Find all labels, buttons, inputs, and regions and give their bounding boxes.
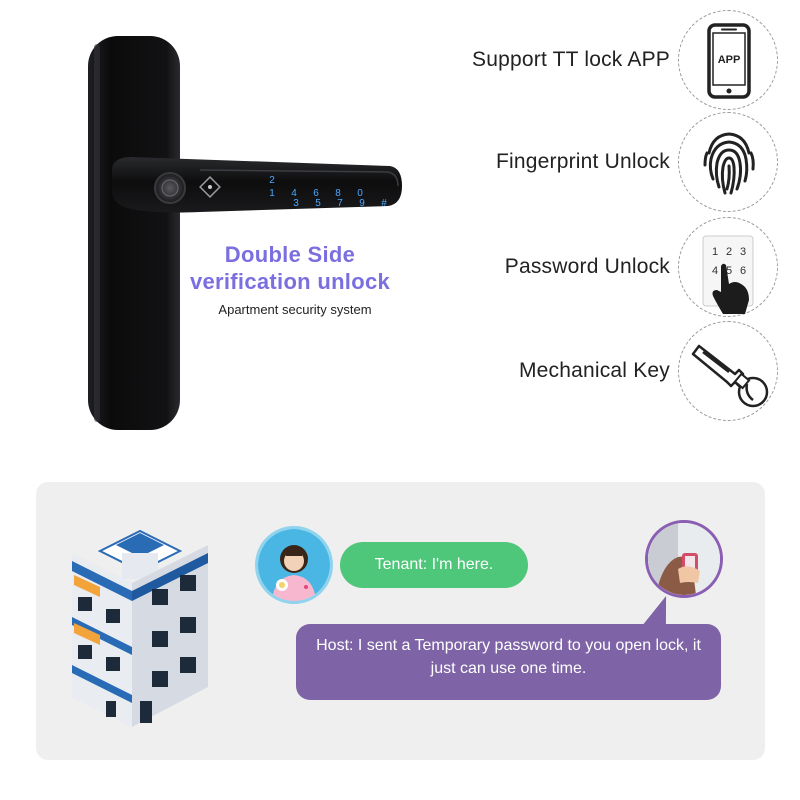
tenant-message-bubble: Tenant: I'm here. [340,542,528,588]
building-icon [72,529,208,727]
brand-logo-icon [199,176,221,198]
feature-password-circle: 1 2 3 4 5 6 [678,217,778,317]
key-icon [691,344,769,408]
keypad-digit-row1-0: 1 [269,188,275,199]
phone-app-icon: APP [707,23,751,99]
keypad-digits: 2 1 4 6 8 0 3 5 7 9 # [269,175,387,209]
keypad-press-icon: 1 2 3 4 5 6 [702,235,754,314]
feature-label-fingerprint: Fingerprint Unlock [496,150,670,173]
keypad-digit-row2-3: 9 [359,198,365,209]
pad-digit-4: 4 [712,265,718,277]
keypad-digit-row2-0: 3 [293,198,299,209]
keypad-digit-row1-1: 4 [291,188,297,199]
smart-lock-illustration: 2 1 4 6 8 0 3 5 7 9 # [88,36,402,430]
tagline-title-line2: verification unlock [189,269,391,294]
tenant-message-text: Tenant: I'm here. [374,556,494,573]
pad-digit-3: 3 [740,246,746,258]
pointing-finger-icon [712,263,749,314]
keypad-digit-row2-1: 5 [315,198,321,209]
apartment-building-illustration [60,505,220,740]
feature-fingerprint-circle [678,112,778,212]
keypad-digit-row2-4: # [381,198,387,209]
fingerprint-icon [703,132,755,195]
feature-label-app: Support TT lock APP [472,48,670,71]
feature-label-key: Mechanical Key [518,359,670,382]
keypad-digit-row1-3: 8 [335,188,341,199]
pad-digit-2: 2 [726,246,732,258]
app-badge-text: APP [718,54,741,66]
tagline-subtitle: Apartment security system [218,302,372,317]
keypad-digit-top: 2 [269,175,275,186]
pad-digit-6: 6 [740,265,746,277]
host-message-bubble: Host: I sent a Temporary password to you… [296,624,721,700]
pad-digit-1: 1 [712,246,718,258]
fingerprint-sensor [154,172,186,204]
tenant-avatar-image [258,529,330,601]
keypad-digit-row2-2: 7 [337,198,343,209]
tagline-title-line1: Double Side [224,242,356,267]
host-avatar [645,520,723,598]
keypad-digit-row1-2: 6 [313,188,319,199]
feature-app-circle: APP [678,10,778,110]
keypad-digit-row1-4: 0 [357,188,363,199]
feature-label-password: Password Unlock [504,255,670,278]
pad-digit-5: 5 [726,265,732,277]
host-avatar-image [648,523,720,595]
host-message-text: Host: I sent a Temporary password to you… [316,637,701,677]
tenant-avatar [255,526,333,604]
lock-back-plate [88,36,180,430]
smart-lock-product-image: 2 1 4 6 8 0 3 5 7 9 # [0,0,420,440]
feature-key-circle [678,321,778,421]
